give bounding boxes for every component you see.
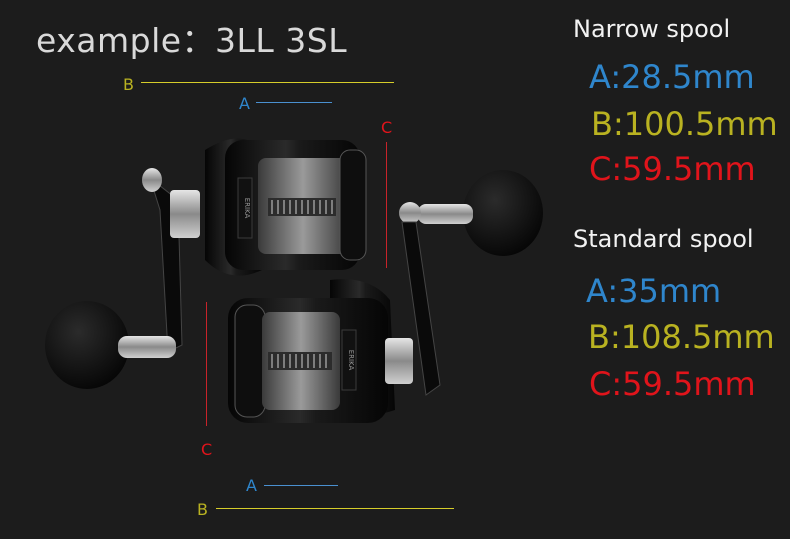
narrow-spool-b: B:100.5mm xyxy=(591,105,778,143)
marker-label-bottom-b: B xyxy=(197,500,208,519)
narrow-spool-header: Narrow spool xyxy=(573,15,731,43)
standard-spool-a: A:35mm xyxy=(586,272,722,310)
dimension-line-top-a xyxy=(256,102,332,103)
dimension-line-top-b xyxy=(141,82,394,83)
standard-spool-header: Standard spool xyxy=(573,225,754,253)
dimension-line-bottom-c xyxy=(206,302,207,426)
bottom-reel-knob xyxy=(463,170,543,256)
narrow-spool-a: A:28.5mm xyxy=(589,58,755,96)
top-reel: ERIKA xyxy=(45,138,367,389)
dimension-line-bottom-b xyxy=(216,508,454,509)
top-reel-drag xyxy=(170,190,200,238)
standard-spool-c: C:59.5mm xyxy=(589,365,756,403)
top-reel-knob xyxy=(45,301,129,389)
bottom-reel-knob-shaft xyxy=(418,204,473,224)
page-title: example：3LL 3SL xyxy=(36,21,348,60)
marker-label-top-a: A xyxy=(239,94,250,113)
standard-spool-b: B:108.5mm xyxy=(588,318,775,356)
top-reel-knob-shaft xyxy=(118,336,176,358)
svg-text:ERIKA: ERIKA xyxy=(347,350,355,371)
bottom-reel-drag xyxy=(385,338,413,384)
dimension-line-top-c xyxy=(386,142,387,268)
marker-label-bottom-c: C xyxy=(201,440,213,459)
marker-label-top-c: C xyxy=(381,118,393,137)
dimension-line-bottom-a xyxy=(264,485,338,486)
narrow-spool-c: C:59.5mm xyxy=(589,150,756,188)
bottom-reel-handle-arm xyxy=(401,221,441,396)
marker-label-bottom-a: A xyxy=(246,476,257,495)
bottom-reel: ERIKA xyxy=(228,170,543,423)
svg-text:ERIKA: ERIKA xyxy=(243,198,251,219)
marker-label-top-b: B xyxy=(123,75,134,94)
